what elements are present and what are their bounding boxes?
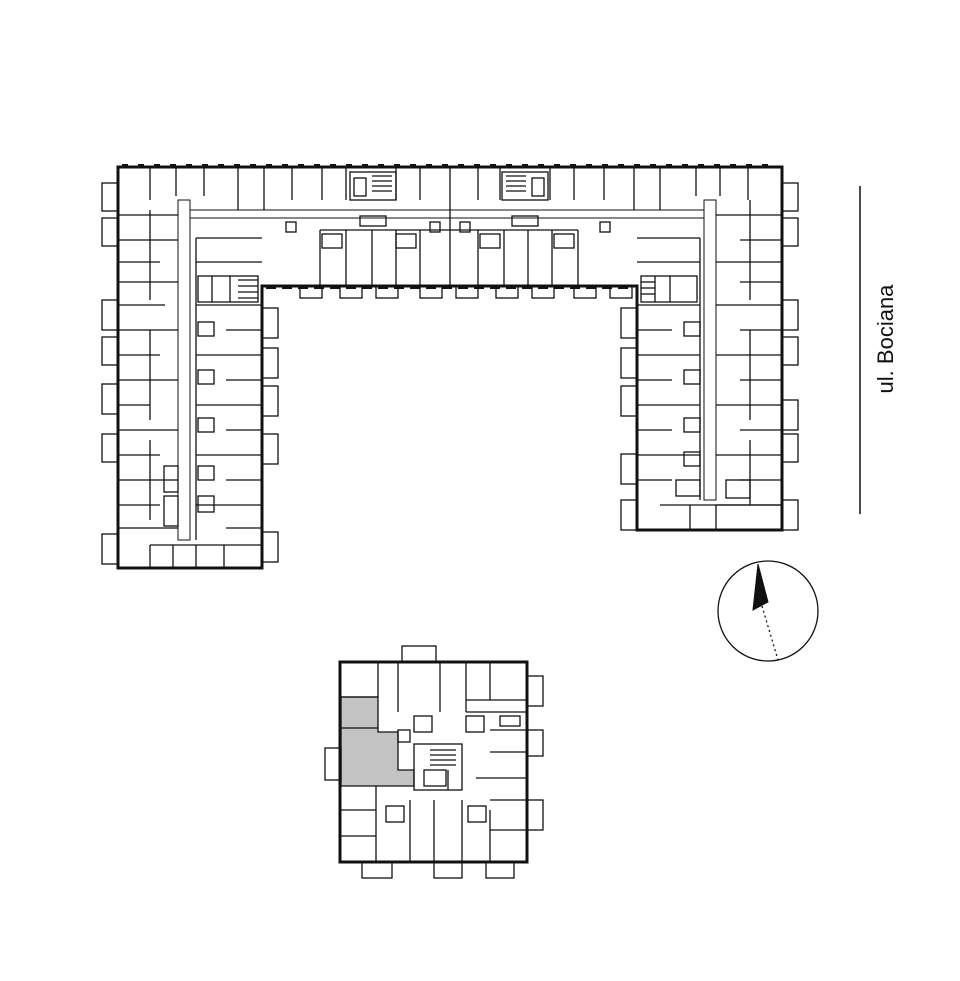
balconies-left-inner — [261, 307, 279, 563]
balconies-right-outer — [781, 182, 799, 531]
balconies-left-outer — [101, 182, 119, 565]
north-arrow-icon — [752, 563, 769, 611]
u-shaped-building — [101, 164, 799, 570]
corridors — [177, 199, 717, 541]
top-stairs — [349, 171, 549, 201]
highlighted-apartment — [340, 696, 415, 787]
right-wing-rooms — [637, 200, 782, 530]
u-building-outer-wall — [116, 165, 784, 570]
left-stair-core — [197, 275, 259, 303]
top-wing-rooms — [149, 167, 749, 286]
compass — [717, 560, 819, 662]
square-building-rooms — [341, 662, 527, 862]
left-wing-rooms — [118, 210, 262, 568]
square-building — [324, 645, 544, 879]
street-name-label: ul. Bociana — [873, 284, 898, 394]
right-stair-core — [640, 275, 698, 303]
balconies-right-inner — [620, 307, 638, 531]
square-building-stair-core — [413, 743, 463, 791]
